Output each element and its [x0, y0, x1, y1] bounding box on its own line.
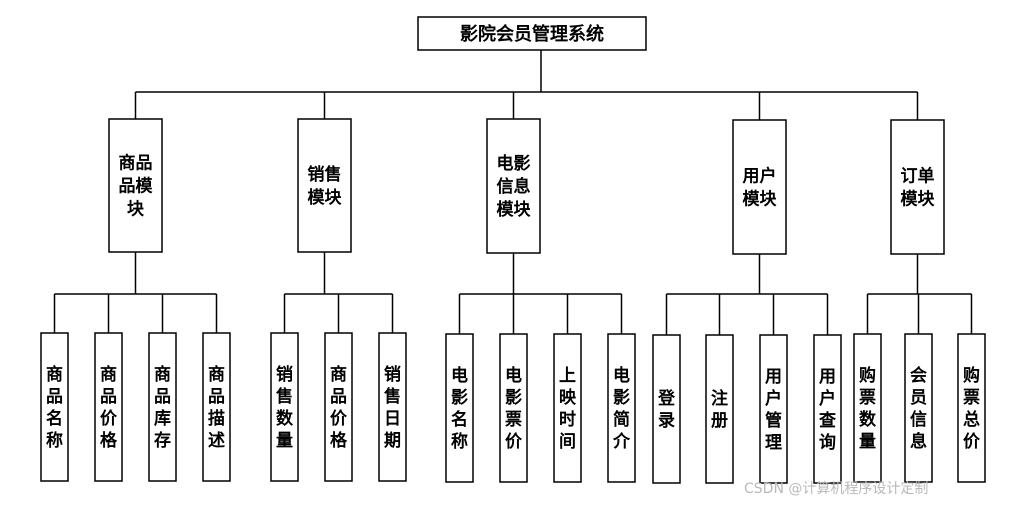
leaf-box: [324, 332, 353, 482]
module-node: 电影信息模块: [486, 118, 541, 254]
leaf-box: [813, 334, 842, 484]
leaf-node: 购票总价: [957, 333, 986, 483]
watermark: CSDN @计算机程序设计定制: [744, 481, 929, 497]
module-box: [890, 119, 945, 255]
leaf-box: [853, 333, 882, 483]
leaf-label: 电影简介: [612, 365, 631, 452]
leaf-box: [378, 332, 407, 482]
leaf-label: 销售数量: [276, 364, 294, 451]
module-label: 商品品模块: [119, 153, 154, 220]
module-box: [732, 119, 787, 255]
module-node: 用户模块: [732, 119, 787, 255]
leaf-label: 购票总价: [963, 365, 981, 452]
leaf-label: 用户查询: [818, 367, 837, 453]
module-box: [108, 118, 163, 253]
leaf-box: [202, 332, 231, 482]
leaf-box: [957, 333, 986, 483]
leaf-label: 商品名称: [46, 364, 63, 451]
leaf-box: [94, 332, 123, 482]
leaf-label: 登录: [657, 388, 676, 431]
module-box: [486, 118, 541, 254]
root-node: 影院会员管理系统: [417, 16, 647, 51]
leaf-label: 商品库存: [154, 364, 171, 451]
leaf-box: [652, 334, 681, 484]
leaf-node: 电影简介: [607, 333, 636, 483]
leaf-label: 上映时间: [559, 366, 577, 452]
module-label: 用户模块: [743, 166, 778, 210]
root-label: 影院会员管理系统: [460, 23, 604, 45]
leaf-node: 用户查询: [813, 334, 842, 484]
module-node: 订单模块: [890, 119, 945, 255]
leaf-node: 商品价格: [94, 332, 123, 482]
leaf-label: 注册: [711, 388, 728, 431]
module-node: 销售模块: [297, 118, 352, 253]
leaf-box: [40, 332, 69, 482]
leaf-node: 登录: [652, 334, 681, 484]
leaf-node: 电影名称: [445, 333, 474, 483]
leaf-label: 电影名称: [451, 365, 468, 452]
leaf-node: 商品库存: [148, 332, 177, 482]
leaf-label: 会员信息: [910, 365, 927, 452]
leaf-node: 商品描述: [202, 332, 231, 482]
leaf-node: 上映时间: [553, 333, 582, 483]
leaf-box: [705, 334, 734, 484]
module-node: 商品品模块: [108, 118, 163, 253]
leaf-label: 电影票价: [505, 365, 523, 452]
leaf-label: 商品价格: [330, 364, 348, 451]
leaf-node: 购票数量: [853, 333, 882, 483]
module-nodes: 商品品模块 销售模块 电影信息模块 用户模块 订单模块: [108, 118, 945, 255]
leaf-box: [270, 332, 299, 482]
leaf-box: [499, 333, 528, 483]
leaf-box: [553, 333, 582, 483]
leaf-label: 购票数量: [859, 365, 877, 452]
leaf-label: 商品价格: [100, 364, 118, 451]
module-label: 电影信息模块: [497, 153, 532, 220]
leaf-box: [148, 332, 177, 482]
leaf-box: [904, 333, 933, 483]
leaf-node: 商品名称: [40, 332, 69, 482]
leaf-node: 销售日期: [378, 332, 407, 482]
leaf-label: 用户管理: [765, 367, 782, 453]
leaf-label: 商品描述: [208, 364, 225, 451]
leaf-label: 销售日期: [384, 364, 401, 451]
leaf-node: 用户管理: [759, 334, 788, 484]
leaf-box: [759, 334, 788, 484]
leaf-node: 销售数量: [270, 332, 299, 482]
connector-lines: [53, 50, 973, 335]
leaf-node: 会员信息: [904, 333, 933, 483]
leaf-box: [607, 333, 636, 483]
leaf-nodes: 商品名称 商品价格 商品库存 商品描述 销售数量 商品价格 销售日期 电影名称 电影票价 上映时间…: [40, 332, 986, 484]
leaf-box: [445, 333, 474, 483]
leaf-node: 商品价格: [324, 332, 353, 482]
leaf-node: 电影票价: [499, 333, 528, 483]
module-box: [297, 118, 352, 253]
module-label: 订单模块: [901, 166, 936, 210]
leaf-node: 注册: [705, 334, 734, 484]
module-label: 销售模块: [308, 164, 343, 208]
